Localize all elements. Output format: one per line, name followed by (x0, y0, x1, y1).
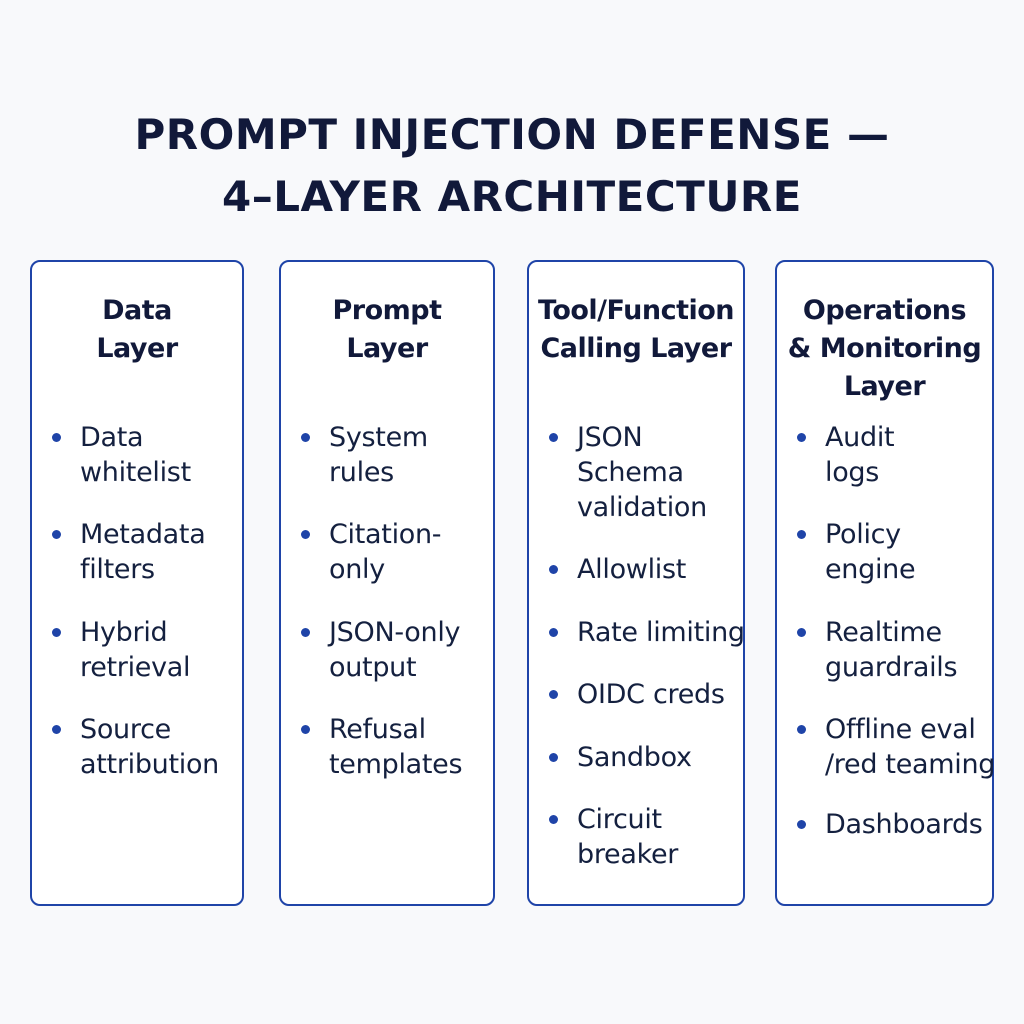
diagram-title: PROMPT INJECTION DEFENSE — 4–LAYER ARCHI… (0, 104, 1024, 228)
bullet-icon (549, 815, 558, 824)
bullet-icon (52, 628, 61, 637)
list-item-text: OIDC creds (577, 679, 725, 710)
title-line-1: PROMPT INJECTION DEFENSE — (134, 110, 890, 159)
layer-title-line: & Monitoring (787, 333, 982, 364)
bullet-icon (797, 725, 806, 734)
bullet-icon (52, 433, 61, 442)
bullet-icon (549, 433, 558, 442)
list-item-text: Sandbox (577, 742, 692, 773)
layer-title-line: Layer (843, 371, 926, 402)
bullet-icon (301, 628, 310, 637)
layer-title: Operations & Monitoring Layer (777, 292, 992, 406)
layer-title-line: Data (102, 295, 172, 326)
bullet-icon (549, 753, 558, 762)
bullet-icon (301, 725, 310, 734)
bullet-icon (797, 433, 806, 442)
bullet-icon (549, 690, 558, 699)
layer-title-line: Tool/Function (537, 295, 735, 326)
list-item-text: Allowlist (577, 554, 687, 585)
title-line-2: 4–LAYER ARCHITECTURE (222, 172, 802, 221)
bullet-icon (52, 725, 61, 734)
list-item-text: Rate limiting (577, 617, 745, 648)
list-item-text: Dashboards (825, 809, 983, 840)
layer-title-line: Prompt (332, 295, 442, 326)
bullet-icon (797, 530, 806, 539)
layer-title-line: Layer (346, 333, 428, 364)
bullet-icon (52, 530, 61, 539)
list-item-text: Offline eval/red teaming (825, 714, 996, 780)
layer-title-line: Operations (802, 295, 967, 326)
layer-title-line: Layer (96, 333, 178, 364)
layer-title: Data Layer (32, 292, 242, 368)
layer-title: Tool/Function Calling Layer (529, 292, 743, 368)
bullet-icon (797, 820, 806, 829)
bullet-icon (301, 530, 310, 539)
bullet-icon (797, 628, 806, 637)
bullet-icon (301, 433, 310, 442)
layer-title-line: Calling Layer (540, 333, 732, 364)
list-item-text: Citation-only (329, 519, 442, 585)
layer-title: Prompt Layer (281, 292, 493, 368)
bullet-icon (549, 628, 558, 637)
bullet-icon (549, 565, 558, 574)
